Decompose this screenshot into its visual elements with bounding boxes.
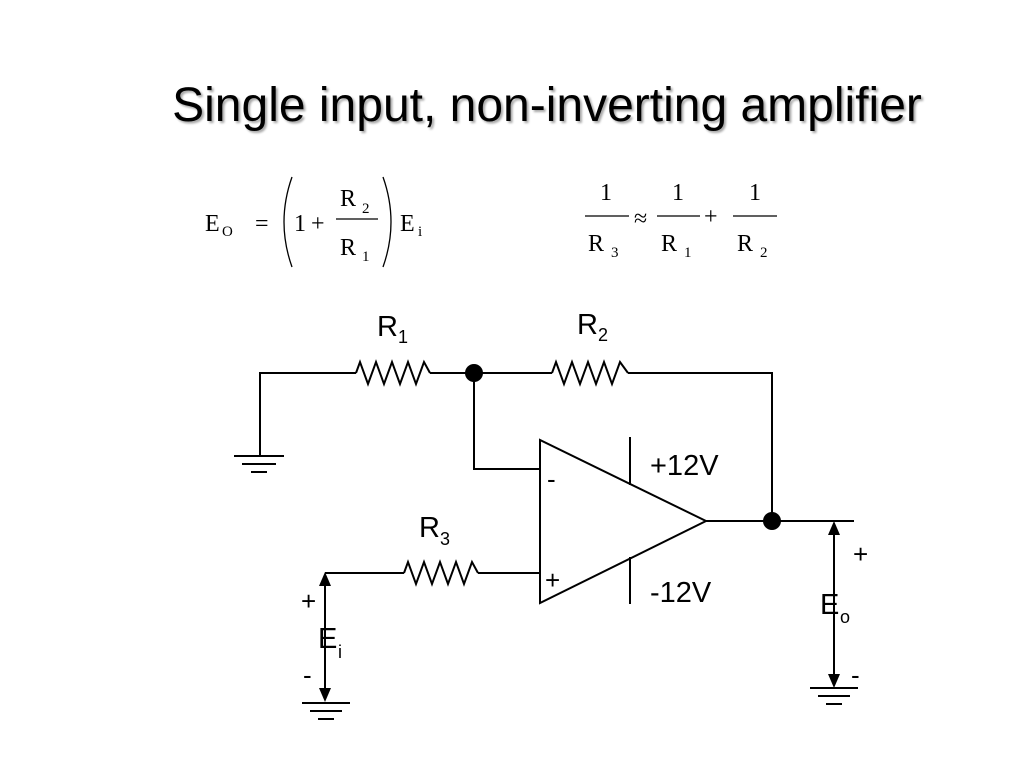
eq-rhs-sub: i: [418, 224, 422, 240]
slide-title: Single input, non-inverting amplifier: [172, 79, 922, 132]
eq2-plus: +: [704, 204, 718, 230]
ground-symbol-left: [234, 455, 284, 473]
eq-num-sub: 2: [362, 201, 370, 217]
ei-plus-sign: +: [301, 586, 316, 616]
eo-minus-sign: -: [851, 660, 860, 690]
ei-minus-sign: -: [303, 660, 312, 690]
r1-label-sub: 1: [398, 327, 408, 347]
ei-arrow-head-down: [319, 688, 331, 702]
eq-den-sub: 1: [362, 249, 370, 265]
eo-plus-sign: +: [853, 539, 868, 569]
r2-resistor-symbol: [551, 359, 629, 387]
junction-feedback-node: [465, 364, 483, 382]
wire-ground-r1: [259, 372, 356, 455]
wire-inverting-input: [473, 373, 540, 470]
eq2-approx: ≈: [634, 206, 647, 232]
eq2-r1-sub: 1: [684, 245, 692, 261]
eq-num-letter: R: [340, 186, 356, 212]
eq2-num-2: 1: [672, 180, 684, 206]
eo-arrow-head-up: [828, 521, 840, 535]
eq2-r3-letter: R: [588, 231, 604, 257]
eo-label-sub: o: [840, 607, 850, 627]
eq2-r2-sub: 2: [760, 245, 768, 261]
resistor-equation: 1 R 3 ≈ 1 R 1 + 1 R 2: [585, 180, 777, 261]
opamp-triangle: [539, 438, 709, 605]
inverting-input-sign: -: [547, 464, 556, 494]
right-paren: [382, 176, 392, 268]
r2-label-sub: 2: [598, 325, 608, 345]
wire-r2-output: [628, 372, 773, 521]
eq-lhs-letter: E: [205, 211, 220, 237]
supply-positive-label: +12V: [650, 450, 719, 482]
eq-one: 1: [294, 211, 306, 237]
noninverting-input-sign: +: [545, 565, 560, 595]
junction-output-node: [763, 512, 781, 530]
left-paren: [283, 176, 293, 268]
r1-resistor-symbol: [355, 359, 431, 387]
eq2-num-1: 1: [600, 180, 612, 206]
ei-arrow-head-up: [319, 572, 331, 586]
eq-equals: =: [255, 211, 269, 237]
ground-symbol-output: [810, 687, 858, 705]
eq-rhs-letter: E: [400, 211, 415, 237]
eq-plus: +: [311, 211, 325, 237]
eq-den-letter: R: [340, 235, 356, 261]
gain-equation: E O = 1 + R 2 R 1 E i: [205, 176, 422, 268]
r3-resistor-symbol: [403, 559, 479, 587]
eo-label-letter: E: [820, 589, 839, 621]
supply-negative-label: -12V: [650, 577, 712, 609]
r2-label-letter: R: [577, 309, 598, 341]
r3-label-letter: R: [419, 512, 440, 544]
ground-symbol-input: [302, 702, 350, 720]
eq2-num-3: 1: [749, 180, 761, 206]
circuit-labels: R 1 R 2 R 3 +12V -12V - + + E i - + E o …: [301, 309, 868, 690]
eq2-r1-letter: R: [661, 231, 677, 257]
eq-lhs-sub: O: [222, 224, 233, 240]
ei-label-sub: i: [338, 642, 342, 662]
eo-arrow-head-down: [828, 674, 840, 688]
r1-label-letter: R: [377, 311, 398, 343]
eq2-r2-letter: R: [737, 231, 753, 257]
eq2-r3-sub: 3: [611, 245, 619, 261]
r3-label-sub: 3: [440, 529, 450, 549]
ei-label-letter: E: [318, 623, 337, 655]
